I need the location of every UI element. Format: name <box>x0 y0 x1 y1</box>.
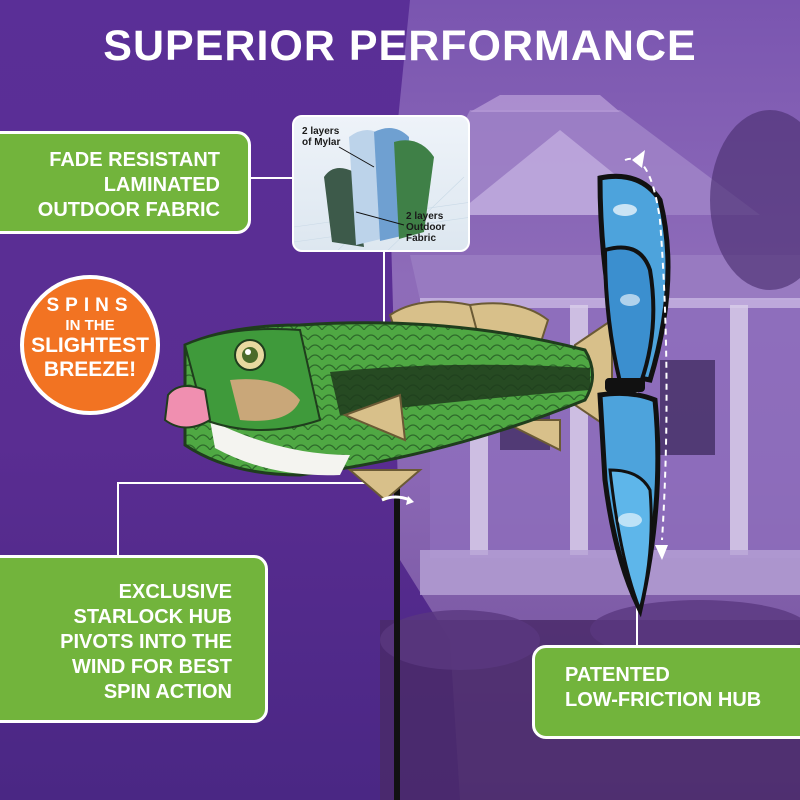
fabric-layer-label: 2 layers Outdoor Fabric <box>406 211 446 244</box>
fade-resistant-callout: FADE RESISTANT LAMINATED OUTDOOR FABRIC <box>0 131 251 234</box>
layer-diagram-illustration <box>294 128 468 250</box>
layer-diagram: 2 layers of Mylar 2 layers Outdoor Fabri… <box>292 115 470 252</box>
starlock-hub-callout: EXCLUSIVE STARLOCK HUB PIVOTS INTO THE W… <box>0 555 268 723</box>
low-friction-hub-callout: PATENTED LOW-FRICTION HUB <box>532 645 800 739</box>
mylar-layer-label: 2 layers of Mylar <box>302 126 341 148</box>
page-title: SUPERIOR PERFORMANCE <box>103 22 697 70</box>
spins-breeze-badge: SPINS IN THE SLIGHTEST BREEZE! <box>20 275 160 415</box>
